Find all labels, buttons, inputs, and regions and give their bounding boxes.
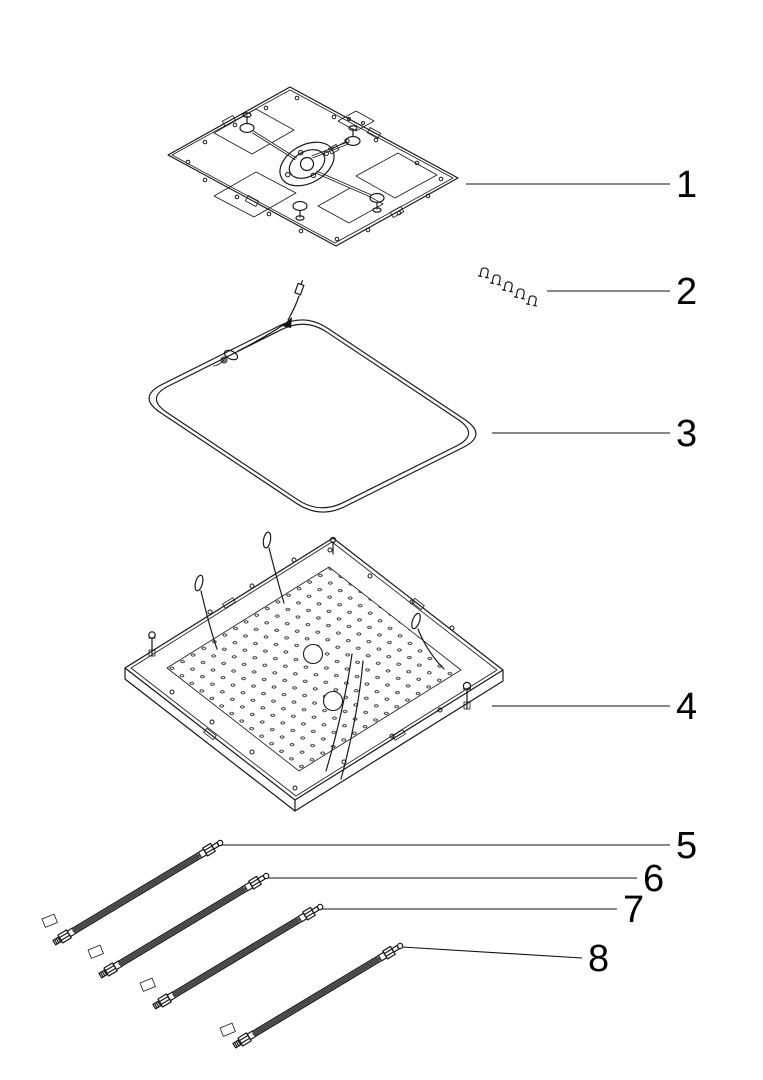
plate-fitting-icon <box>239 112 255 134</box>
pan-fitting-icon <box>329 536 337 555</box>
part-2-retaining-clips-drawing <box>477 266 539 307</box>
pan-valve-icon <box>148 631 156 657</box>
leader-lines <box>222 183 670 959</box>
part-number-label-1: 1 <box>676 164 697 206</box>
part-1-valve-mounting-plate-drawing <box>167 86 459 247</box>
part-6-hose-drawing <box>87 871 271 980</box>
part-4-perforated-pan-drawing <box>124 530 504 812</box>
pan-valve-icon <box>462 681 472 710</box>
part-number-label-5: 5 <box>676 825 697 867</box>
part-number-label-6: 6 <box>643 858 664 900</box>
hose-tag <box>139 977 156 992</box>
plate-fitting-icon <box>292 200 308 221</box>
hose-tag <box>219 1022 236 1037</box>
hose-tag <box>87 944 104 959</box>
plate-fitting-icon <box>369 192 385 213</box>
sensor-body-icon <box>223 349 239 361</box>
cable-connector-icon <box>294 280 305 296</box>
part-number-labels: 1 2 3 4 5 6 7 8 <box>588 164 697 980</box>
part-number-label-4: 4 <box>676 686 697 728</box>
part-8-hose-drawing <box>219 941 405 1050</box>
leader-line-8 <box>401 946 583 959</box>
part-7-hose-drawing <box>139 902 325 1011</box>
ignition-wires <box>192 530 445 780</box>
central-valve-icon <box>279 141 340 187</box>
plate-fitting-icon <box>345 125 361 147</box>
part-number-label-3: 3 <box>676 413 697 455</box>
part-5-hose-drawing <box>41 838 225 947</box>
cable-arrow-icon <box>282 317 292 328</box>
part-number-label-7: 7 <box>623 889 644 931</box>
plate-screws <box>185 95 444 242</box>
hose-tag <box>41 913 58 928</box>
part-number-label-2: 2 <box>676 271 697 313</box>
pan-screws <box>169 547 455 791</box>
part-3-seal-gasket-drawing <box>148 280 477 513</box>
part-number-label-8: 8 <box>588 938 609 980</box>
